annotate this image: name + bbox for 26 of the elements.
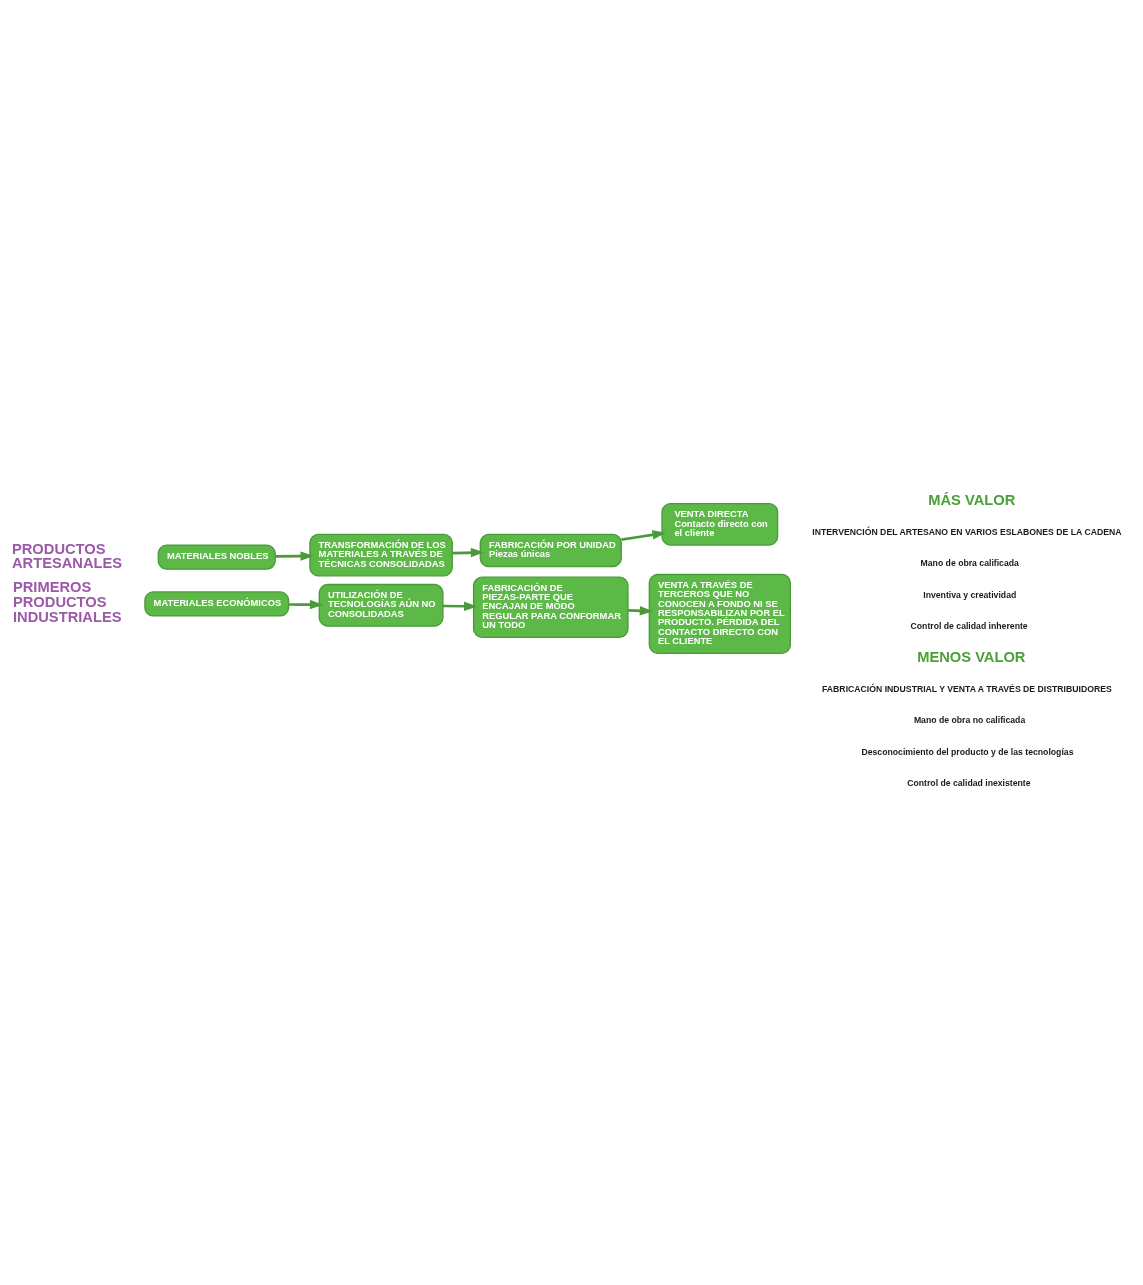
label: PRODUCTOS ARTESANALES xyxy=(11,540,123,571)
arrow xyxy=(275,550,314,561)
node-box: VENTA A TRAVÉS DE TERCEROS QUE NO CONOCEN A FONDO NI SE RESPONSABILIZAN POR EL PRODUCTO. PÉRDIDA DEL CONTACTO DIRECTO CON EL CLIENTE xyxy=(648,573,791,654)
node-box: MATERIALES ECONÓMICOS xyxy=(144,590,290,617)
label: INTERVENCIÓN DEL ARTESANO EN VARIOS ESLABONES DE LA CADENA xyxy=(812,526,1122,537)
node-box: FABRICACIÓN DE PIEZAS-PARTE QUE ENCAJAN DE MODO REGULAR PARA CONFORMAR UN TODO xyxy=(472,576,629,638)
arrow xyxy=(628,605,654,615)
node-box: MATERIALES NOBLES xyxy=(157,543,276,570)
label: Desconocimiento del producto y de las tecnologías xyxy=(861,746,1074,756)
node-box: VENTA DIRECTA Contacto directo con el cliente xyxy=(661,502,779,546)
arrow xyxy=(288,599,324,609)
label: Control de calidad inexistente xyxy=(907,777,1031,788)
node-box: UTILIZACIÓN DE TECNOLOGÍAS AÚN NO CONSOLIDADAS xyxy=(318,583,444,627)
node-box: TRANSFORMACIÓN DE LOS MATERIALES A TRAVÉS DE TÉCNICAS CONSOLIDADAS xyxy=(309,533,453,577)
arrow xyxy=(452,547,485,557)
label: MENOS VALOR xyxy=(917,648,1026,665)
label: Control de calidad inherente xyxy=(910,620,1028,631)
label: Mano de obra no calificada xyxy=(913,714,1026,725)
arrow xyxy=(443,601,478,611)
label: MÁS VALOR xyxy=(928,491,1016,508)
label: Mano de obra calificada xyxy=(920,557,1019,568)
label: Inventiva y creatividad xyxy=(923,589,1017,599)
label: PRIMEROS PRODUCTOS INDUSTRIALES xyxy=(12,578,122,625)
arrow xyxy=(621,529,666,541)
label: FABRICACIÓN INDUSTRIAL Y VENTA A TRAVÉS DE DISTRIBUIDORES xyxy=(822,683,1112,694)
node-box: FABRICACIÓN POR UNIDAD Piezas únicas xyxy=(479,533,622,567)
